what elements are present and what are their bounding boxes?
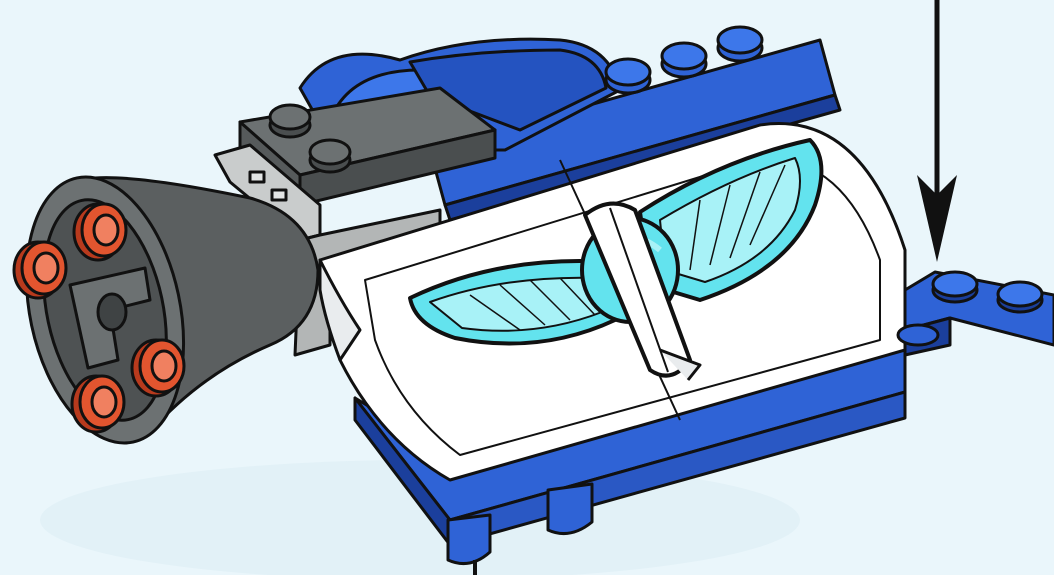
orange-stud-right [132, 340, 184, 396]
orange-stud-bottom [72, 376, 124, 432]
orange-stud-left [14, 242, 66, 298]
orange-stud-top [74, 204, 126, 260]
